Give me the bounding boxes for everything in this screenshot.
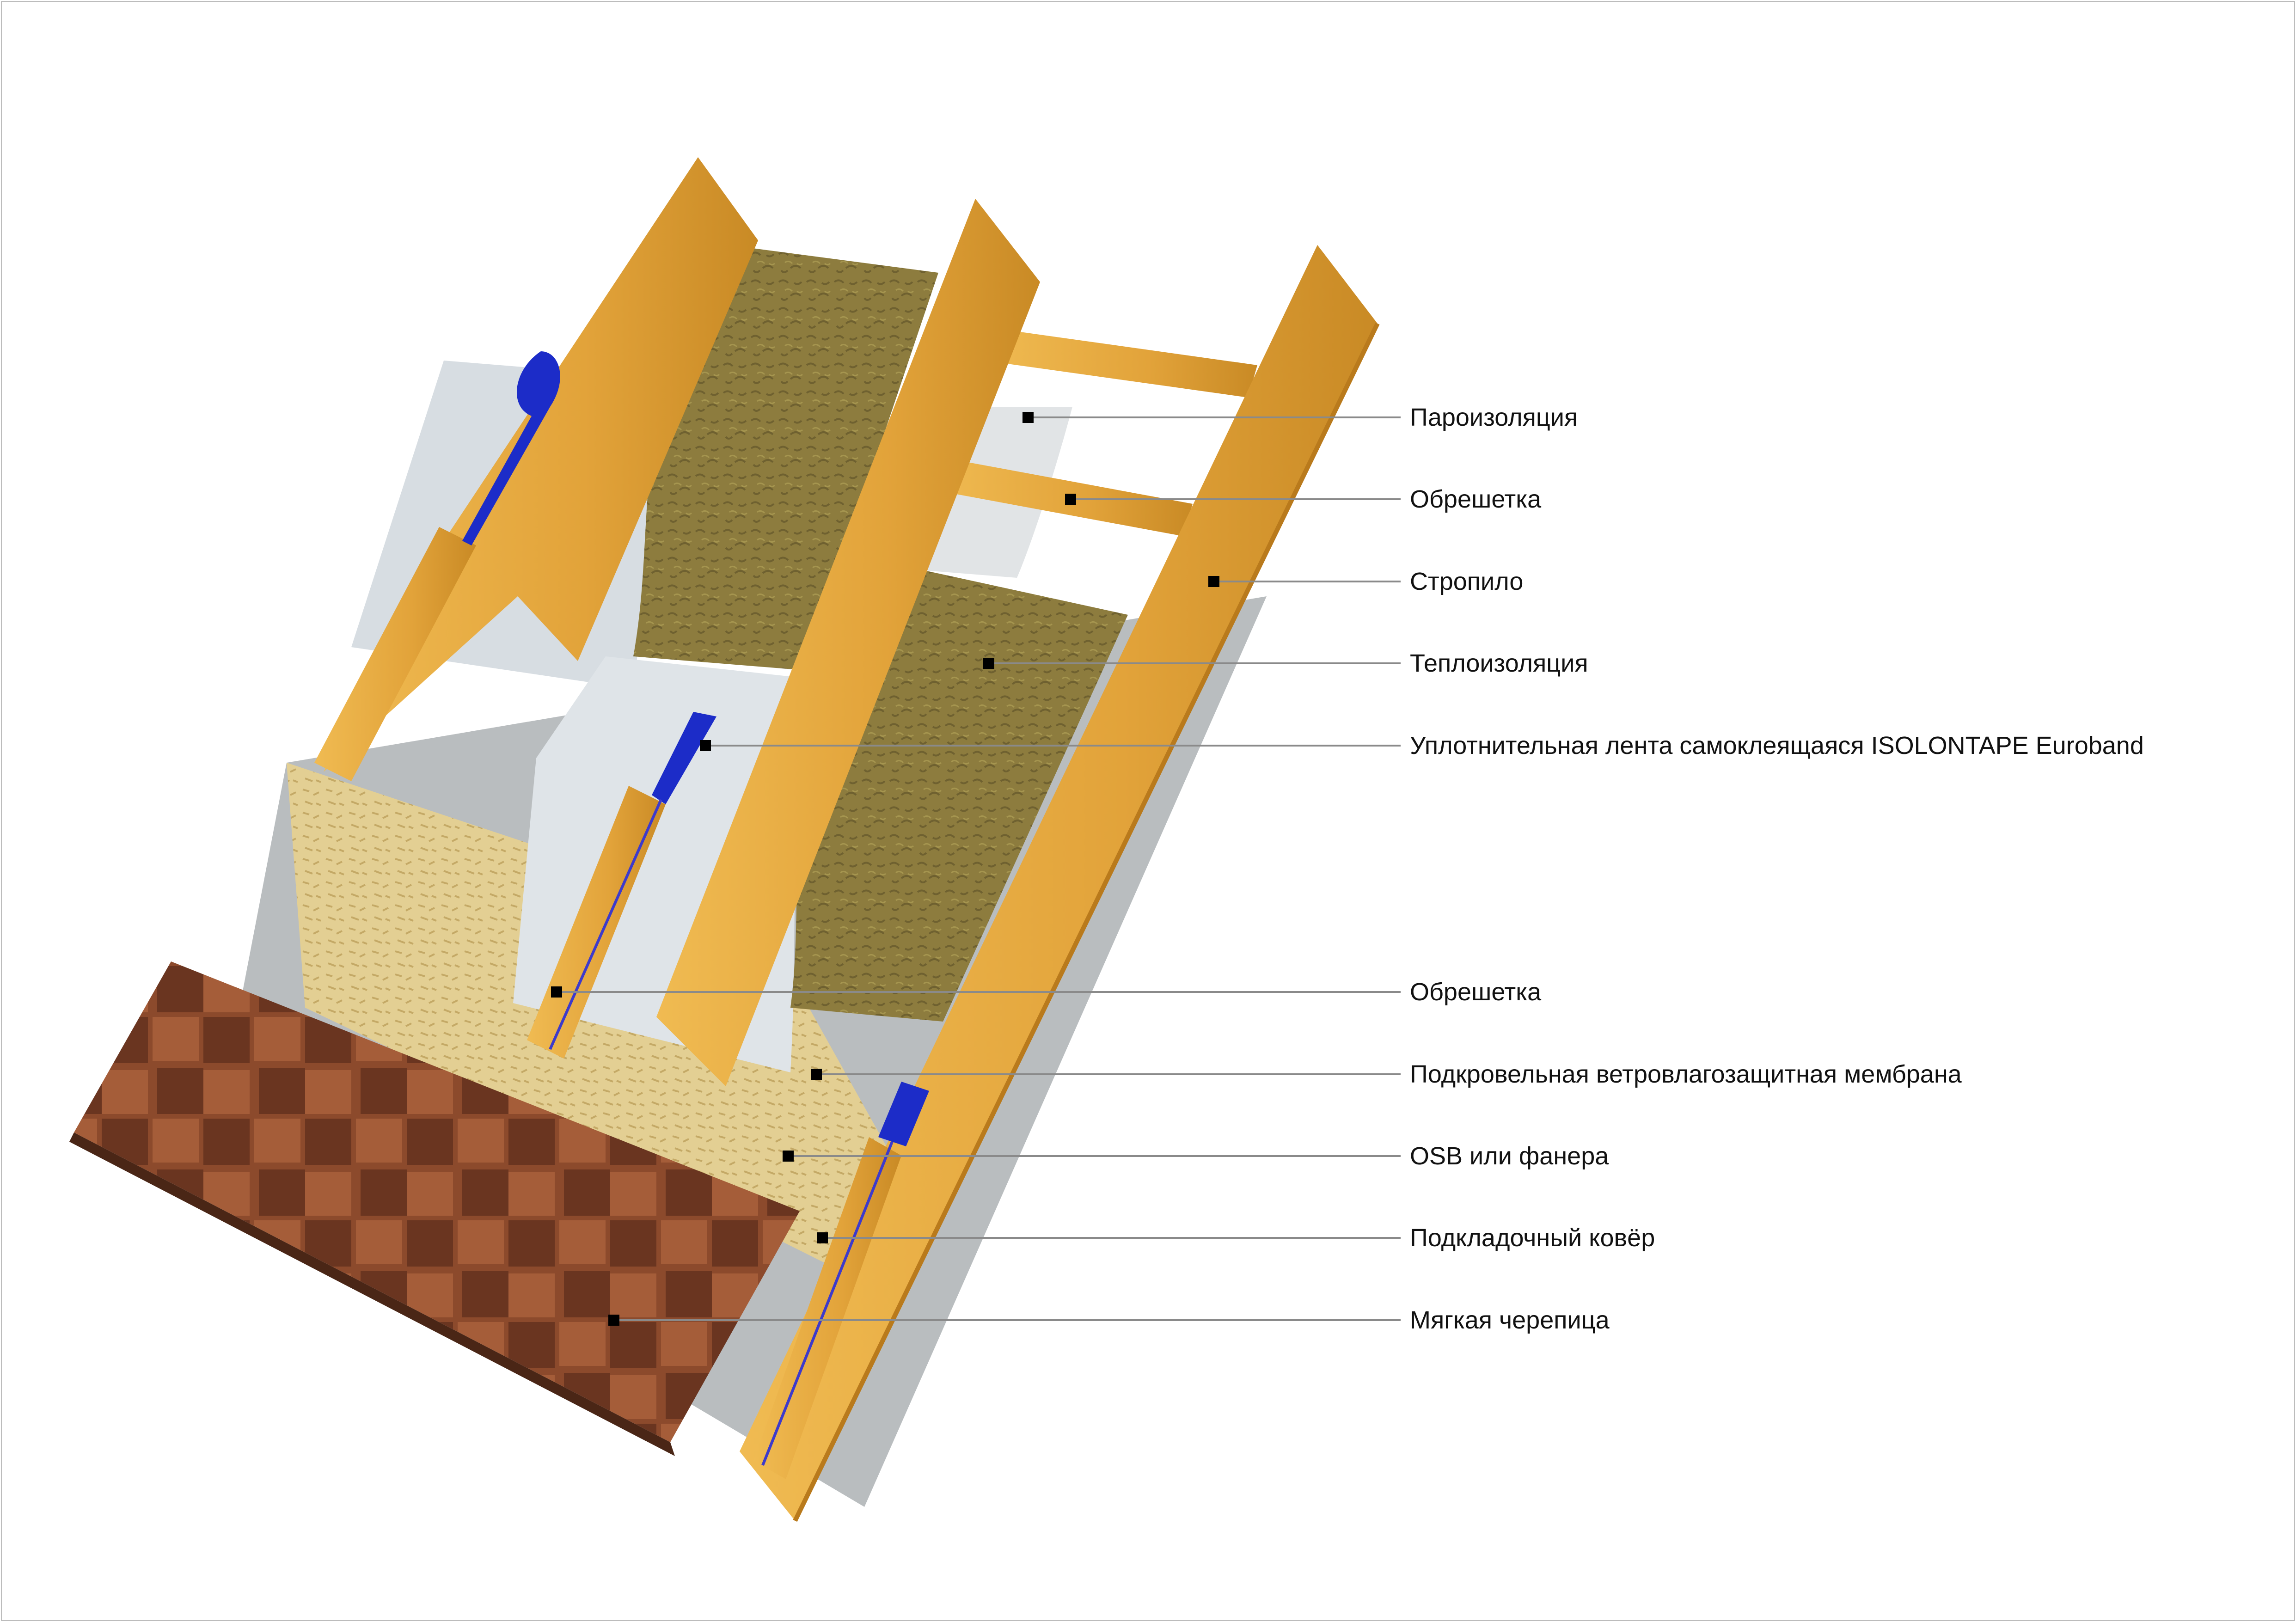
batten-left <box>314 527 476 781</box>
rafter-middle <box>656 199 1040 1086</box>
rafter-right <box>740 245 1378 1521</box>
callout-markers <box>551 412 1219 1326</box>
shingle-edge <box>69 1132 675 1456</box>
label-sealing-tape: Уплотнительная лента самоклеящаяся ISOLO… <box>1410 732 2144 759</box>
label-batten-lower: Обрешетка <box>1410 978 1542 1006</box>
counter-batten-upper <box>985 328 1257 398</box>
tape-line-middle <box>549 799 662 1050</box>
callout-leaders <box>557 416 1401 1321</box>
label-wind-membrane: Подкровельная ветровлагозащитная мембран… <box>1410 1060 1962 1088</box>
tape-line-bottom <box>761 1141 894 1466</box>
label-vapor-barrier: Пароизоляция <box>1410 404 1578 431</box>
sealing-tape-middle <box>652 712 716 804</box>
rafter-right-edge <box>793 322 1380 1522</box>
label-soft-shingles: Мягкая черепица <box>1410 1306 1610 1334</box>
sealing-tape-top <box>462 351 560 545</box>
label-osb: OSB или фанера <box>1410 1142 1609 1170</box>
label-underlay-carpet: Подкладочный ковёр <box>1410 1224 1655 1252</box>
label-insulation: Теплоизоляция <box>1410 649 1588 677</box>
label-rafter: Стропило <box>1410 568 1524 595</box>
label-batten-upper: Обрешетка <box>1410 485 1542 513</box>
sealing-tape-bottom <box>878 1082 929 1146</box>
counter-batten-lower <box>934 458 1193 536</box>
